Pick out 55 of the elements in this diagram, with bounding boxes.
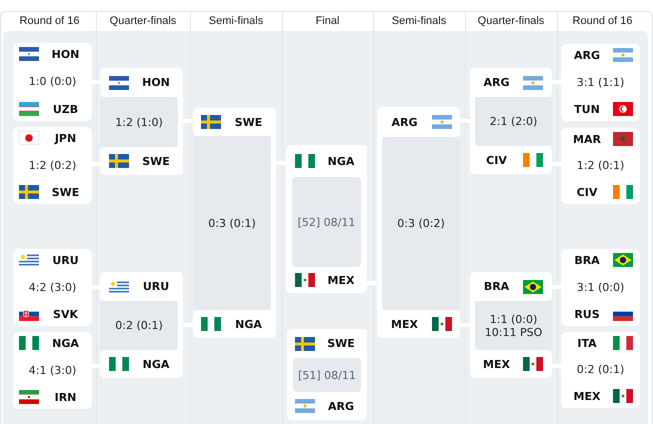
match-score: 1:2 (0:2): [28, 158, 76, 172]
team-code: NGA: [142, 358, 170, 370]
match-score: 4:2 (3:0): [28, 280, 76, 294]
column-heading: Round of 16: [572, 15, 632, 28]
team-code: MEX: [391, 318, 418, 330]
column-heading: Round of 16: [20, 15, 80, 28]
team-code: URU: [52, 254, 79, 266]
team-code: TUN: [574, 102, 600, 116]
team-code: CIV: [486, 154, 507, 166]
team-code: SWE: [142, 154, 170, 168]
match-score: 1:2 (0:1): [576, 159, 624, 172]
team-code: CIV: [576, 186, 598, 198]
team-code: BRA: [484, 280, 510, 293]
match-score: 1:1 (0:0) 10:11 PSO: [484, 312, 544, 338]
column-heading: Final: [316, 15, 340, 28]
match-score: 3:1 (1:1): [576, 76, 624, 88]
team-code: ARG: [391, 116, 418, 128]
team-code: HON: [142, 76, 170, 89]
match-schedule: [52] 08/11: [298, 216, 356, 228]
team-code: SWE: [234, 116, 262, 128]
team-code: ARG: [483, 76, 510, 89]
team-code: HON: [52, 48, 80, 60]
team-code: UZB: [52, 102, 78, 116]
team-code: RUS: [574, 308, 600, 320]
team-code: NGA: [328, 154, 354, 168]
match-schedule: [51] 08/11: [298, 368, 356, 382]
team-code: SVK: [53, 308, 78, 320]
team-code: NGA: [235, 318, 262, 330]
match-score: 1:0 (0:0): [28, 75, 76, 88]
team-code: ITA: [577, 336, 597, 350]
match-score: 0:2 (0:1): [576, 363, 624, 376]
match-score: 1:2 (1:0): [115, 116, 163, 128]
match-score: 0:2 (0:1): [115, 319, 163, 332]
team-code: URU: [142, 280, 170, 293]
team-code: ARG: [574, 48, 600, 62]
team-code: MEX: [574, 390, 600, 402]
team-code: MAR: [573, 132, 601, 146]
team-code: JPN: [54, 132, 76, 144]
team-code: MEX: [483, 358, 510, 370]
match-score: 0:3 (0:1): [208, 216, 256, 230]
team-code: SWE: [52, 186, 80, 198]
column-heading: Semi-finals: [392, 15, 446, 28]
team-code: BRA: [574, 254, 600, 266]
team-code: ARG: [328, 400, 354, 412]
match-score: 3:1 (0:0): [576, 280, 624, 294]
column-heading: Quarter-finals: [478, 15, 544, 28]
column-heading: Semi-finals: [208, 15, 264, 28]
column-heading: Quarter-finals: [110, 15, 176, 28]
match-score: 2:1 (2:0): [490, 115, 538, 128]
match-score: 4:1 (3:0): [28, 364, 76, 376]
team-code: IRN: [54, 390, 76, 404]
team-code: SWE: [327, 337, 355, 350]
team-code: MEX: [328, 274, 354, 286]
match-score: 0:3 (0:2): [397, 217, 445, 230]
team-code: NGA: [52, 336, 79, 350]
